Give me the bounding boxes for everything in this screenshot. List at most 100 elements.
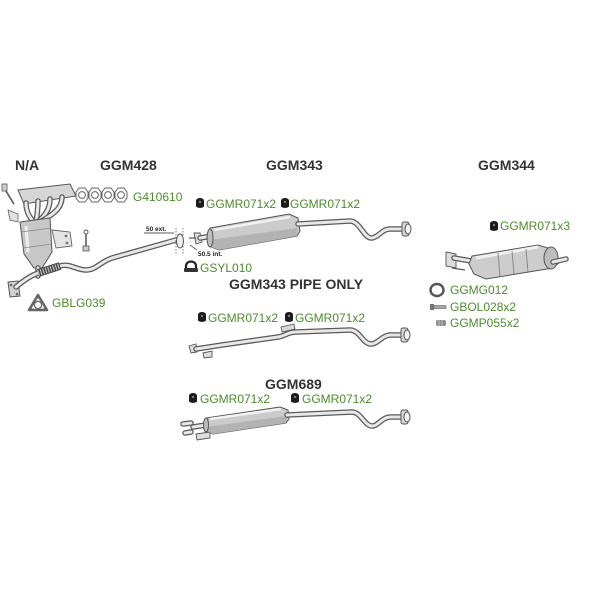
gasket-1-hole [78, 191, 86, 199]
front-flange-bolt-2 [15, 292, 19, 296]
triangle-gasket-hole-2 [30, 308, 33, 310]
rubber-hanger-icon [490, 221, 498, 231]
part-code-ggm689-hanger-right: GGMR071x2 [302, 392, 373, 406]
hanger-hole [200, 314, 204, 318]
heading-ggm343: GGM343 [266, 157, 323, 173]
spring-body [436, 320, 446, 326]
ggm344-rear-silencer [445, 244, 569, 280]
ggm344-inlet [452, 256, 473, 263]
catalyst-band-2 [22, 243, 53, 249]
triangle-gasket-bore [33, 300, 43, 310]
catalyst-body [19, 217, 53, 269]
ggm344-tailpipe [551, 257, 568, 264]
ggm344-box-endcap [543, 246, 559, 270]
ggm689-silencer-highlight [209, 407, 282, 421]
u-clamp-bow [184, 260, 198, 271]
rubber-hanger-icon [285, 312, 293, 322]
ggm689-outlet [285, 410, 404, 428]
bracket-bolt-2 [65, 241, 69, 245]
ggm343-pipe-only [188, 323, 411, 359]
heading-ggm343-pipe-only: GGM343 PIPE ONLY [229, 276, 364, 292]
rubber-hanger-icon [291, 393, 299, 403]
spring-icon [436, 320, 446, 326]
ggm343-silencer-highlight [213, 215, 291, 232]
ggm689-silencer-shade [205, 416, 288, 434]
heading-ggm689: GGM689 [265, 376, 322, 392]
catalyst-bracket [51, 229, 73, 249]
ggm344-box-highlight [475, 245, 539, 260]
front-pipe-sensor-base [82, 245, 90, 252]
pipe-only-hanger-rod [280, 323, 296, 333]
manifold-gasket-set [75, 187, 128, 203]
front-pipe-body [14, 238, 178, 289]
dimension-internal-leader [189, 244, 198, 251]
front-pipe [7, 229, 179, 298]
part-code-pipe-only-hanger-left: GGMR071x2 [208, 311, 279, 325]
ggm343-centre-silencer [189, 213, 412, 251]
u-clamp-icon [184, 260, 198, 272]
part-code-ggm344-hanger: GGMR071x3 [500, 219, 571, 233]
part-code-gasket-set: G410610 [133, 190, 183, 204]
ggm343-silencer-shade [209, 228, 298, 250]
ggm344-rib-1 [497, 252, 501, 277]
part-code-pipe-only-hanger-right: GGMR071x2 [295, 311, 366, 325]
ggm344-bracket-rod [451, 267, 466, 271]
ggm689-end-opening [403, 411, 411, 423]
ggm343-end-opening [404, 223, 412, 235]
hanger-hole [191, 395, 195, 399]
flex-section-ribs [37, 263, 61, 276]
ggm344-rib-3 [525, 248, 529, 273]
heading-ggm344: GGM344 [478, 157, 535, 173]
manifold-side-bracket [7, 209, 19, 223]
rubber-hanger-icon [198, 312, 206, 322]
rubber-hanger-icon [196, 198, 204, 208]
dimension-external: 50 ext. [146, 226, 166, 233]
part-code-ggm344-ring: GGMG012 [450, 283, 509, 297]
hanger-hole [492, 223, 496, 227]
hanger-hole [293, 395, 297, 399]
rubber-hanger-icon [281, 198, 289, 208]
catalyst-highlight [24, 225, 30, 253]
ggm689-silencer-endcap [203, 417, 209, 433]
part-code-ggm689-hanger-left: GGMR071x2 [200, 392, 271, 406]
pipe-only-end-opening [403, 329, 411, 341]
ggm689-stub-2 [183, 430, 193, 435]
rubber-hanger-icon [189, 393, 197, 403]
manifold-catalyst [1, 183, 77, 279]
hanger-hole [198, 200, 202, 204]
hanger-hole [283, 200, 287, 204]
dimension-internal: 50.5 int. [198, 251, 222, 258]
part-code-clamp: GSYL010 [200, 261, 253, 275]
bolt-head [430, 304, 434, 310]
gasket-2-hole [91, 191, 99, 199]
ggm343-silencer-endcap [206, 228, 214, 248]
hanger-hole [287, 314, 291, 318]
front-flange-bolt-1 [9, 283, 13, 287]
pipe-joint-end [176, 233, 184, 249]
heading-na: N/A [15, 157, 40, 173]
bracket-bolt-1 [64, 234, 68, 238]
heading-ggm428: GGM428 [100, 157, 157, 173]
triangle-gasket-hole-3 [43, 308, 46, 310]
spring-coils [438, 320, 443, 326]
ggm344-rib-2 [511, 250, 515, 275]
triangle-gasket-hole-1 [37, 296, 39, 299]
part-code-ggm344-spring: GGMP055x2 [450, 316, 520, 330]
ggm689-centre-silencer [180, 406, 411, 441]
lambda-sensor-body [1, 183, 8, 192]
pipe-only-bracket-2 [202, 350, 213, 359]
ggm343-outlet [296, 219, 405, 240]
part-code-ggm343-hanger-right: GGMR071x2 [290, 197, 361, 211]
ggm689-stub-1 [181, 421, 193, 426]
part-code-ggm343-hanger-left: GGMR071x2 [206, 197, 277, 211]
gasket-4-hole [117, 191, 125, 199]
gasket-3-hole [104, 191, 112, 199]
pipe-only-body [194, 328, 404, 351]
part-code-ggm344-bolt: GBOL028x2 [450, 300, 517, 314]
bolt-icon [430, 304, 447, 310]
front-pipe-sensor-eye [83, 229, 89, 235]
ring-gasket-icon [429, 282, 445, 298]
catalyst-band-1 [20, 227, 52, 233]
